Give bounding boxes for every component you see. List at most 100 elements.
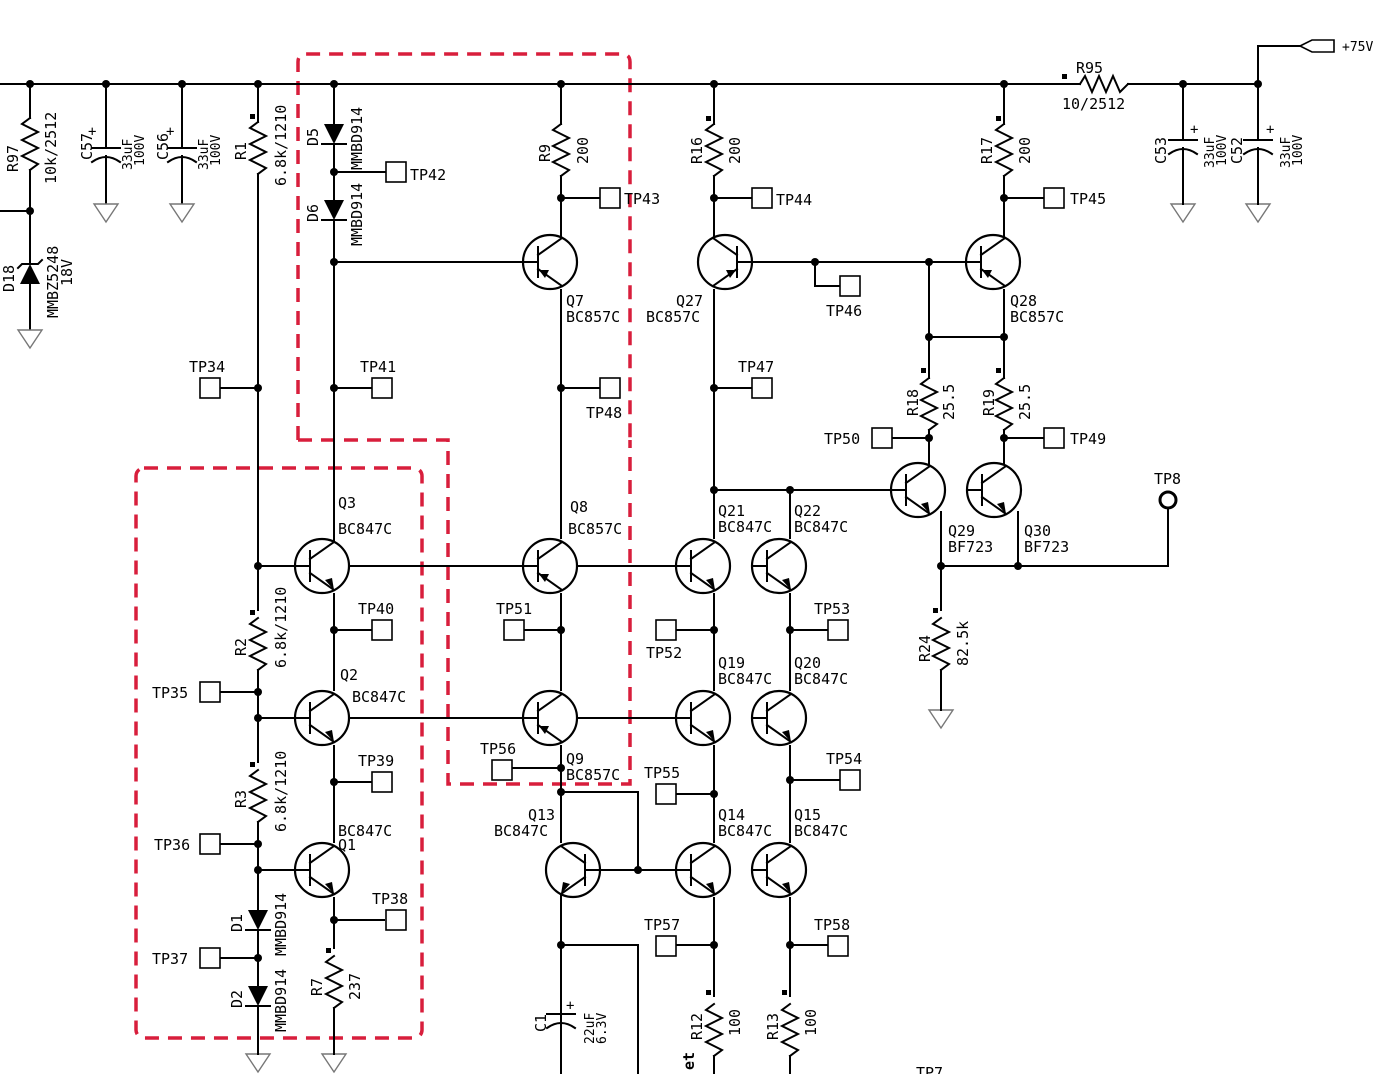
svg-text:C52: C52 <box>1228 137 1246 164</box>
testpoint-tp50[interactable]: TP50 <box>824 427 893 449</box>
testpoint-label: TP38 <box>372 890 408 908</box>
svg-text:R2: R2 <box>232 638 250 656</box>
collector-emitter-wires <box>219 258 1169 1074</box>
testpoint-label: TP42 <box>410 166 446 184</box>
transistor-ref: Q1 <box>338 836 356 854</box>
testpoint-tp40[interactable]: TP40 <box>358 600 394 641</box>
svg-text:C57: C57 <box>78 133 96 160</box>
svg-text:R12: R12 <box>688 1013 706 1040</box>
testpoint-tp39[interactable]: TP39 <box>358 752 394 793</box>
transistor-type: BC847C <box>352 688 406 706</box>
svg-text:6.8k/1210: 6.8k/1210 <box>272 751 290 832</box>
testpoint-tp58[interactable]: TP58 <box>814 916 850 957</box>
testpoint-tp54[interactable]: TP54 <box>826 750 862 791</box>
testpoint-tp34[interactable]: TP34 <box>189 358 225 399</box>
svg-text:6.3V: 6.3V <box>595 1013 610 1044</box>
resistor-r17: R17 200 <box>978 83 1045 237</box>
testpoint-tp47[interactable]: TP47 <box>738 358 774 399</box>
transistor-ref: Q15 <box>794 806 821 824</box>
svg-text:+: + <box>1266 122 1274 138</box>
testpoint-tp43[interactable]: TP43 <box>599 187 660 209</box>
testpoint-tp49[interactable]: TP49 <box>1043 427 1106 449</box>
svg-text:C53: C53 <box>1152 137 1170 164</box>
transistor-ref: Q27 <box>676 292 703 310</box>
transistor-type: BC847C <box>794 518 848 536</box>
transistor-ref: Q14 <box>718 806 745 824</box>
svg-text:33uF: 33uF <box>1279 137 1294 168</box>
svg-text:100V: 100V <box>133 135 148 166</box>
svg-text:100: 100 <box>726 1009 744 1036</box>
svg-text:MMBD914: MMBD914 <box>348 183 366 246</box>
testpoint-tp7[interactable]: TP7 <box>916 1064 943 1074</box>
testpoint-tp8[interactable]: TP8 <box>1154 470 1181 510</box>
testpoint-label: TP46 <box>826 302 862 320</box>
svg-text:MMBZ5248: MMBZ5248 <box>44 246 62 318</box>
resistor-r7: R7 237 <box>308 948 364 1055</box>
resistor-r12: R12 100 <box>688 990 744 1074</box>
testpoint-tp53[interactable]: TP53 <box>814 600 850 641</box>
testpoint-tp48[interactable]: TP48 <box>586 377 622 422</box>
transistor-type: BF723 <box>1024 538 1069 556</box>
svg-text:100V: 100V <box>1291 135 1306 166</box>
transistor-type: BC847C <box>338 520 392 538</box>
svg-text:200: 200 <box>1016 137 1034 164</box>
svg-text:D5: D5 <box>304 128 322 146</box>
testpoint-tp51[interactable]: TP51 <box>496 600 532 641</box>
testpoint-label: TP37 <box>152 950 188 968</box>
svg-text:+: + <box>166 124 174 140</box>
svg-text:TP8: TP8 <box>1154 470 1181 488</box>
testpoint-tp36[interactable]: TP36 <box>154 833 221 855</box>
testpoint-tp55[interactable]: TP55 <box>644 764 680 805</box>
testpoint-tp57[interactable]: TP57 <box>644 916 680 957</box>
transistor-ref: Q30 <box>1024 522 1051 540</box>
svg-text:+: + <box>1190 122 1198 138</box>
testpoint-label: TP36 <box>154 836 190 854</box>
testpoint-tp35[interactable]: TP35 <box>152 681 221 703</box>
testpoint-tp42[interactable]: TP42 <box>385 161 446 184</box>
svg-text:100V: 100V <box>1215 135 1230 166</box>
transistor-type: BC847C <box>794 670 848 688</box>
svg-text:R3: R3 <box>232 790 250 808</box>
testpoint-label: TP48 <box>586 404 622 422</box>
svg-text:33uF: 33uF <box>121 139 136 170</box>
testpoint-label: TP35 <box>152 684 188 702</box>
testpoint-tp45[interactable]: TP45 <box>1043 187 1106 209</box>
transistor-ref: Q19 <box>718 654 745 672</box>
transistor-type: BC847C <box>718 518 772 536</box>
ground-symbols <box>16 203 1272 1074</box>
transistor-type: BC847C <box>338 822 392 840</box>
testpoint-tp41[interactable]: TP41 <box>360 358 396 399</box>
testpoint-tp44[interactable]: TP44 <box>751 187 812 209</box>
testpoint-tp46[interactable]: TP46 <box>826 275 862 320</box>
svg-text:D1: D1 <box>228 914 246 932</box>
svg-text:R1: R1 <box>232 142 250 160</box>
resistor-r13: R13 100 <box>764 990 820 1074</box>
testpoint-tp52[interactable]: TP52 <box>646 619 682 662</box>
transistor-ref: Q29 <box>948 522 975 540</box>
svg-text:33uF: 33uF <box>1203 137 1218 168</box>
svg-text:R17: R17 <box>978 137 996 164</box>
transistor-type: BC847C <box>718 822 772 840</box>
testpoint-label: TP45 <box>1070 190 1106 208</box>
testpoint-label: TP43 <box>624 190 660 208</box>
testpoint-tp38[interactable]: TP38 <box>372 890 408 931</box>
transistor-type: BC857C <box>566 766 620 784</box>
capacitor-c52: + C52 33uF 100V <box>1228 83 1306 205</box>
svg-text:D2: D2 <box>228 990 246 1008</box>
zener-d18: D18 MMBZ5248 18V <box>0 246 76 331</box>
svg-text:R18: R18 <box>904 389 922 416</box>
svg-text:MMBD914: MMBD914 <box>272 893 290 956</box>
testpoint-tp56[interactable]: TP56 <box>480 740 516 781</box>
testpoint-label: TP49 <box>1070 430 1106 448</box>
testpoint-tp37[interactable]: TP37 <box>152 947 221 969</box>
svg-text:6.8k/1210: 6.8k/1210 <box>272 105 290 186</box>
testpoint-label: TP41 <box>360 358 396 376</box>
